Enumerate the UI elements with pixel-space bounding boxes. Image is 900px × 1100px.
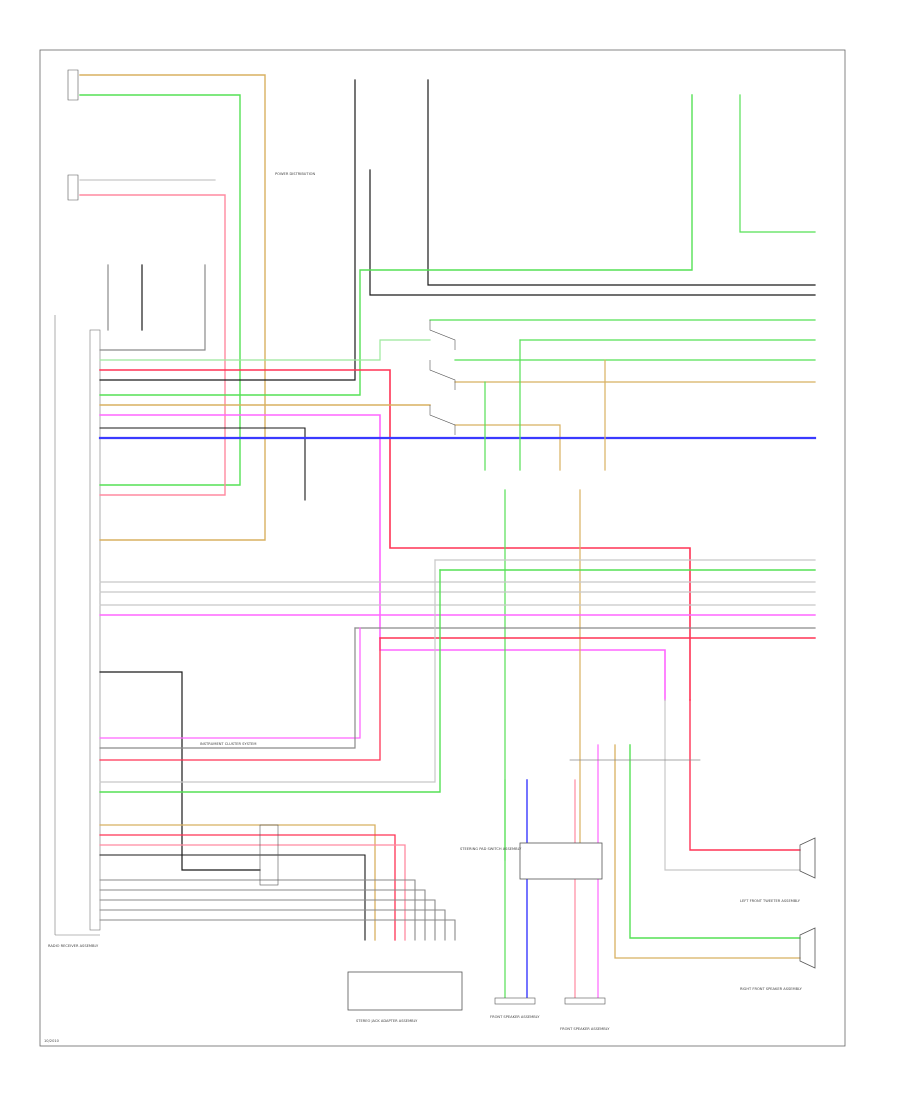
components [67, 69, 816, 1011]
wires [79, 74, 817, 1001]
right-speaker-box [564, 997, 606, 1005]
front-speaker-left-label: FRONT SPEAKER ASSEMBLY [490, 1015, 540, 1019]
steering-pad-box [519, 842, 603, 880]
instrument-cluster-label: INSTRUMENT CLUSTER SYSTEM [200, 742, 256, 746]
stereo-jack-box [347, 971, 463, 1011]
tweeter-shape-2 [799, 927, 816, 969]
left-front-tweeter-label: LEFT FRONT TWEETER ASSEMBLY [740, 899, 801, 903]
top-left-speaker-1 [67, 69, 79, 101]
power-distribution-label: POWER DISTRIBUTION [275, 172, 315, 176]
left-speaker-box [494, 997, 536, 1005]
diagram-frame [39, 49, 846, 1047]
right-front-speaker-label: RIGHT FRONT SPEAKER ASSEMBLY [740, 987, 803, 991]
stereo-jack-label: STEREO JACK ADAPTER ASSEMBLY [356, 1019, 418, 1023]
top-left-speaker-2 [67, 174, 79, 201]
footer-label: 10/2010 [44, 1039, 60, 1043]
radio-receiver-label: RADIO RECEIVER ASSEMBLY [48, 944, 99, 948]
text-labels: RADIO RECEIVER ASSEMBLY STEREO JACK ADAP… [44, 172, 803, 1043]
steering-pad-label: STEERING PAD SWITCH ASSEMBLY [460, 847, 522, 851]
relay-box [259, 824, 279, 886]
front-speaker-right-label: FRONT SPEAKER ASSEMBLY [560, 1027, 610, 1031]
tweeter-shape-1 [799, 837, 816, 879]
radio-receiver-connector [54, 315, 101, 936]
